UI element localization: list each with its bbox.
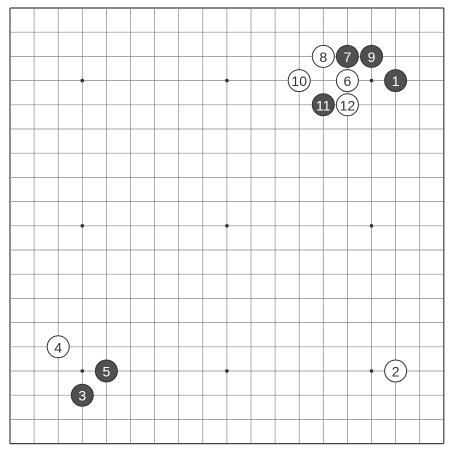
star-point [225, 78, 229, 83]
stone-white-6: 6 [335, 69, 359, 93]
stone-circle [46, 335, 70, 359]
stone-circle [335, 44, 359, 68]
stone-black-5: 5 [94, 359, 118, 383]
stone-circle [384, 69, 408, 93]
stone-circle [335, 93, 359, 117]
star-point [369, 224, 374, 228]
stone-white-10: 10 [287, 69, 311, 93]
star-point [80, 369, 85, 373]
stone-black-11: 11 [311, 93, 335, 117]
stone-number-label: 10 [291, 73, 307, 89]
star-point [225, 224, 229, 228]
stone-circle [311, 93, 335, 117]
stone-white-4: 4 [46, 335, 70, 359]
stone-white-12: 12 [335, 93, 359, 117]
stone-number-label: 7 [344, 49, 352, 65]
stone-number-label: 6 [344, 73, 352, 89]
star-points [80, 78, 374, 373]
stone-number-label: 8 [319, 49, 327, 65]
stone-number-label: 11 [316, 97, 331, 113]
star-point [80, 224, 85, 228]
stone-number-label: 1 [392, 73, 400, 89]
stone-black-3: 3 [70, 383, 94, 407]
star-point [225, 369, 229, 373]
board-grid [9, 7, 445, 445]
stone-circle [384, 359, 408, 383]
star-point [369, 78, 374, 83]
stone-number-label: 3 [78, 388, 86, 404]
stone-white-8: 8 [311, 44, 335, 68]
stone-circle [360, 44, 383, 68]
stone-black-9: 9 [360, 44, 383, 68]
stone-number-label: 12 [340, 97, 356, 113]
stone-circle [311, 44, 335, 68]
stone-number-label: 5 [103, 364, 111, 380]
stone-number-label: 4 [54, 339, 62, 355]
stone-number-label: 2 [392, 364, 400, 380]
star-point [80, 78, 85, 83]
star-point [369, 369, 374, 373]
stone-black-7: 7 [335, 44, 359, 68]
stone-black-1: 1 [384, 69, 408, 93]
stone-number-label: 9 [368, 49, 376, 65]
stone-white-2: 2 [384, 359, 408, 383]
stone-circle [335, 69, 359, 93]
stone-circle [94, 359, 118, 383]
stone-circle [70, 383, 94, 407]
stone-circle [287, 69, 311, 93]
